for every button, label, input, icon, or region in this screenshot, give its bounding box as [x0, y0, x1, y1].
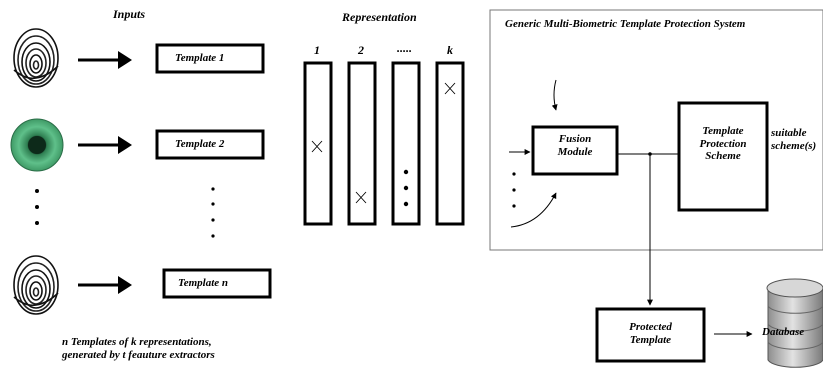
fusion-module-box [531, 125, 619, 176]
fingerprint-icon [13, 28, 59, 88]
representation-heading: Representation [342, 10, 417, 24]
fusion-input-ellipsis [512, 172, 516, 208]
fusion-module-line-2: Module [557, 145, 593, 158]
selection-mark-icon [355, 191, 367, 204]
fingerprint-icon [13, 255, 59, 315]
iris-icon [10, 118, 64, 172]
selection-mark-icon [444, 82, 456, 95]
column-ellipsis [403, 169, 409, 207]
system-boundary [489, 9, 823, 251]
fusion-module-line-1: Fusion [558, 133, 592, 145]
input-arrow [78, 51, 132, 69]
protected-template-box [595, 307, 706, 363]
selection-mark-icon [311, 140, 323, 153]
system-heading: Generic Multi-Biometric Template Protect… [505, 18, 746, 30]
template-n-label: Template n [178, 277, 229, 289]
representation-label-1: 1 [314, 43, 320, 57]
database-label: Database [762, 326, 805, 338]
representation-column-1 [303, 61, 333, 226]
template-ellipsis [211, 187, 215, 238]
caption-line-1: n Templates of k representations, [62, 336, 212, 348]
inputs-heading: Inputs [113, 7, 146, 21]
template-1-box [155, 43, 265, 74]
caption-line-2: generated by t feauture extractors [62, 348, 215, 361]
database-icon [766, 278, 823, 368]
scheme-line-3: Scheme [705, 150, 741, 163]
template-n-box [162, 268, 272, 299]
input-arrow [78, 276, 132, 294]
template-2-box [155, 129, 265, 160]
representation-label-k: k [447, 43, 453, 57]
scheme-line-2: Protection [699, 137, 747, 150]
fusion-input-arrow [551, 79, 558, 111]
template-protection-scheme-label: Template Protection Scheme [679, 125, 767, 163]
input-arrow [78, 136, 132, 154]
representation-column-2 [347, 61, 377, 226]
suitable-line-2: scheme(s) [771, 139, 817, 152]
protected-line-2: Template [629, 333, 672, 346]
template-1-label: Template 1 [175, 52, 225, 64]
template-2-label: Template 2 [175, 138, 225, 150]
template-protection-scheme-box [677, 101, 769, 212]
protected-template-label: Protected Template [597, 321, 704, 346]
protected-line-1: Protected [629, 321, 672, 333]
representation-label-dots: ..... [397, 41, 412, 55]
scheme-line-1: Template [702, 125, 744, 137]
suitable-line-1: suitable [771, 127, 807, 139]
suitable-schemes-label: suitable scheme(s) [771, 127, 816, 152]
representation-label-2: 2 [358, 43, 364, 57]
representation-column-k [435, 61, 465, 226]
representation-column-dots [391, 61, 421, 226]
input-ellipsis [35, 189, 39, 225]
fusion-input-arrow [510, 192, 557, 228]
fusion-module-label: Fusion Module [533, 133, 617, 158]
caption: n Templates of k representations, genera… [62, 336, 215, 361]
